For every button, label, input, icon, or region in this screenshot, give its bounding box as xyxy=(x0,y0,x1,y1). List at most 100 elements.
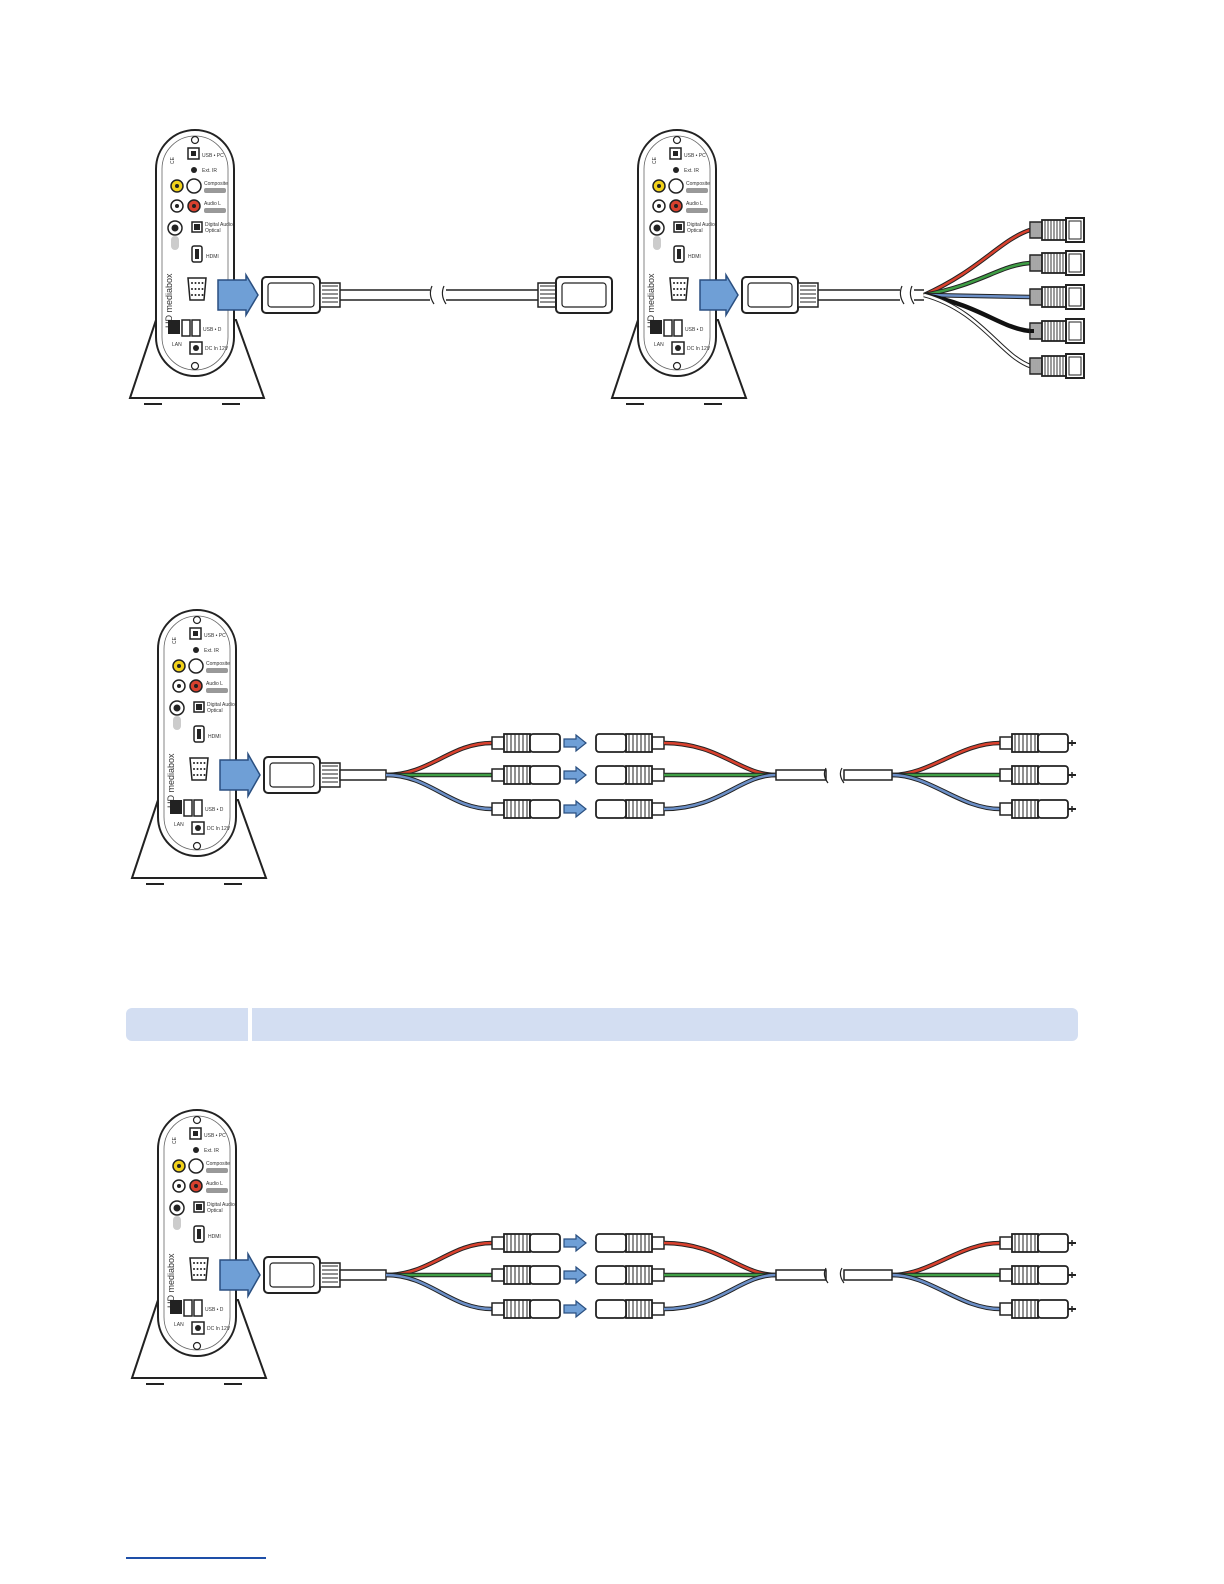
port-label: DC In 12V xyxy=(207,1326,231,1332)
rca-plug xyxy=(999,1299,1076,1319)
rca-plug xyxy=(999,1233,1076,1253)
cable-wire xyxy=(663,773,777,811)
brand-label: HD mediabox xyxy=(166,1253,176,1308)
svideo-jack xyxy=(186,178,202,194)
connect-arrow-1 xyxy=(217,272,259,318)
port-label: Ext. IR xyxy=(204,648,219,654)
screw-icon xyxy=(192,1115,202,1125)
port-label: DC In 12V xyxy=(207,826,231,832)
brand-label: HD mediabox xyxy=(166,753,176,808)
bnc-plug xyxy=(1029,250,1085,276)
rca-plug xyxy=(595,1299,665,1319)
rca-plug xyxy=(595,1233,665,1253)
ir-port xyxy=(193,1147,199,1153)
port-label: DC In 12V xyxy=(687,346,711,352)
port-label: USB • PC xyxy=(204,1133,226,1139)
port-label: Optical xyxy=(205,228,221,234)
usb-port xyxy=(193,1299,203,1317)
cable-wire xyxy=(891,1273,1001,1311)
lan-port xyxy=(170,1300,182,1314)
rca-plug xyxy=(595,765,665,785)
port-label: LAN xyxy=(174,1322,184,1328)
svideo-jack xyxy=(668,178,684,194)
rca-plug xyxy=(999,799,1076,819)
cable-wire xyxy=(385,1273,493,1311)
bnc-plug xyxy=(1029,318,1085,344)
port-label: HDMI xyxy=(208,1234,221,1240)
port-label: USB • PC xyxy=(684,153,706,159)
connect-arrow xyxy=(219,751,261,799)
connect-arrow-small xyxy=(563,799,587,819)
vga-cable xyxy=(217,272,613,318)
usb-port xyxy=(191,319,201,337)
screw-icon xyxy=(190,135,200,145)
connect-arrow-small xyxy=(563,733,587,753)
rca-plug xyxy=(999,733,1076,753)
vga-to-rca-cable xyxy=(219,1233,1076,1319)
port-label: Ext. IR xyxy=(202,168,217,174)
port-label: LAN xyxy=(174,822,184,828)
bnc-plugs xyxy=(1029,217,1085,379)
port-label: Composite xyxy=(686,181,710,187)
rca-plug xyxy=(595,799,665,819)
usb-port xyxy=(183,1299,193,1317)
port-label: USB • D xyxy=(203,327,222,333)
port-label: Digital Audio xyxy=(207,1202,235,1208)
port-label: HDMI xyxy=(206,254,219,260)
rca-plug xyxy=(491,765,561,785)
rca-plug xyxy=(491,799,561,819)
svideo-jack xyxy=(188,658,204,674)
ir-port xyxy=(673,167,679,173)
usb-port xyxy=(183,799,193,817)
rca-plug xyxy=(491,1299,561,1319)
port-label: DC In 12V xyxy=(205,346,229,352)
cable-wire xyxy=(385,773,493,811)
screw-icon xyxy=(672,135,682,145)
connect-arrow-small xyxy=(563,765,587,785)
connect-arrow xyxy=(219,1251,261,1299)
port-label: Optical xyxy=(207,1208,223,1214)
cable-sleeve xyxy=(775,1269,827,1281)
cable-wire xyxy=(663,1241,777,1277)
port-label: Digital Audio xyxy=(205,222,233,228)
cable-wire xyxy=(385,1241,493,1277)
port-label: Composite xyxy=(204,181,228,187)
port-label: USB • PC xyxy=(204,633,226,639)
bnc-plug xyxy=(1029,284,1085,310)
cable-wire xyxy=(891,1241,1001,1277)
vga-plug-right xyxy=(555,276,613,314)
connect-arrow-2 xyxy=(699,272,739,318)
section-bar-divider xyxy=(248,1008,252,1041)
port-label: HDMI xyxy=(688,254,701,260)
cable-sleeve xyxy=(843,1269,893,1281)
rca-plug xyxy=(595,733,665,753)
ce-mark: CE xyxy=(172,636,178,644)
lan-port xyxy=(170,800,182,814)
screw-icon xyxy=(192,841,202,851)
rca-plug xyxy=(999,1265,1076,1285)
port-label: Optical xyxy=(207,708,223,714)
cable-sleeve xyxy=(843,769,893,781)
bnc-plug xyxy=(1029,217,1085,243)
port-label: USB • PC xyxy=(202,153,224,159)
ir-port xyxy=(191,167,197,173)
usb-port xyxy=(193,799,203,817)
rca-plug xyxy=(999,765,1076,785)
usb-port xyxy=(673,319,683,337)
screw-icon xyxy=(192,615,202,625)
rca-plug xyxy=(595,1265,665,1285)
cable-wire xyxy=(663,741,777,777)
ce-mark: CE xyxy=(170,156,176,164)
cable-sleeve xyxy=(775,769,827,781)
port-label: Audio L xyxy=(686,201,703,207)
screw-icon xyxy=(190,361,200,371)
cable-wire xyxy=(385,741,493,777)
rca-plug xyxy=(491,1233,561,1253)
usb-port xyxy=(181,319,191,337)
